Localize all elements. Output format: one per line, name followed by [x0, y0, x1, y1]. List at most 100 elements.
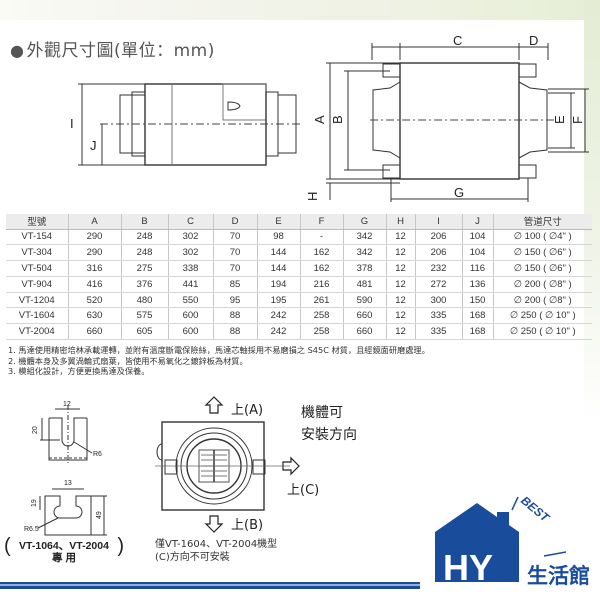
col-header: E	[257, 214, 301, 230]
table-cell: 290	[68, 244, 122, 262]
col-header: F	[300, 214, 344, 230]
table-cell: 242	[257, 307, 301, 325]
table-cell: 416	[68, 276, 122, 293]
table-cell: ∅ 250 ( ∅ 10" )	[493, 307, 592, 325]
table-cell: 136	[462, 276, 494, 293]
paren-close: )	[117, 535, 124, 557]
table-cell: 302	[168, 244, 214, 262]
title-text: 外觀尺寸圖(單位：mm)	[26, 41, 215, 61]
table-cell: 12	[386, 276, 416, 293]
slot-bottom-radius: R6.5	[24, 526, 39, 533]
table-cell: VT-1204	[6, 292, 69, 309]
table-cell: 605	[121, 323, 169, 341]
table-cell: 660	[343, 307, 387, 325]
table-cell: 162	[300, 260, 344, 277]
dim-label-g: G	[454, 185, 464, 200]
col-header: H	[386, 214, 416, 230]
table-cell: 520	[68, 292, 122, 309]
table-cell: 85	[213, 276, 258, 293]
table-cell: -	[300, 229, 344, 246]
table-cell: 441	[168, 276, 214, 293]
col-header: A	[68, 214, 122, 230]
table-cell: 275	[121, 260, 169, 277]
col-header: B	[121, 214, 169, 230]
table-cell: 630	[68, 307, 122, 325]
bullet-icon: ●	[10, 41, 25, 60]
table-cell: 70	[213, 260, 258, 277]
table-cell: 95	[213, 292, 258, 309]
table-cell: 168	[462, 323, 494, 341]
table-cell: 290	[68, 229, 122, 246]
table-cell: 338	[168, 260, 214, 277]
install-note: 僅VT-1604、VT-2004機型 (C)方向不可安裝	[155, 538, 277, 564]
install-heading: 機體可 安裝方向	[301, 402, 357, 446]
col-header: G	[343, 214, 387, 230]
brand-logo: HY BEST 生活館	[435, 493, 590, 588]
table-cell: 12	[386, 260, 416, 277]
col-header: J	[462, 214, 494, 230]
table-cell: 232	[415, 260, 463, 277]
table-cell: 195	[257, 292, 301, 309]
table-cell: 258	[300, 323, 344, 341]
table-cell: 272	[415, 276, 463, 293]
table-cell: 194	[257, 276, 301, 293]
table-cell: 248	[121, 244, 169, 262]
logo-badge: BEST	[518, 493, 553, 525]
dim-label-c: C	[453, 33, 462, 48]
table-cell: ∅ 200 ( ∅8" )	[493, 292, 592, 309]
table-cell: 216	[300, 276, 344, 293]
table-cell: 258	[300, 307, 344, 325]
dim-label-b: B	[330, 115, 345, 124]
table-cell: VT-904	[6, 276, 69, 293]
table-cell: ∅ 200 ( ∅8" )	[493, 276, 592, 293]
table-cell: 70	[213, 244, 258, 262]
col-header: D	[213, 214, 258, 230]
dim-label-e: E	[552, 115, 567, 124]
table-cell: 168	[462, 307, 494, 325]
slot-top-radius: R6	[93, 451, 102, 458]
table-cell: 70	[213, 229, 258, 246]
col-header: 管道尺寸	[493, 214, 592, 230]
table-cell: 575	[121, 307, 169, 325]
table-cell: ∅ 250 ( ∅ 10" )	[493, 323, 592, 341]
slot-bottom-depth: 19	[31, 499, 38, 507]
table-cell: 206	[415, 244, 463, 262]
header-banner	[0, 0, 600, 20]
dim-label-h: H	[305, 192, 320, 201]
page-title: ●外觀尺寸圖(單位：mm)	[10, 36, 215, 61]
table-cell: VT-304	[6, 244, 69, 262]
table-cell: 590	[343, 292, 387, 309]
table-cell: 302	[168, 229, 214, 246]
table-cell: 144	[257, 260, 301, 277]
col-header: C	[168, 214, 214, 230]
table-cell: 88	[213, 307, 258, 325]
table-cell: 376	[121, 276, 169, 293]
table-cell: 481	[343, 276, 387, 293]
table-cell: 335	[415, 323, 463, 341]
table-cell: 335	[415, 307, 463, 325]
slot-detail-drawing: 12 20 R6 13 19 49 R6.5	[24, 401, 107, 536]
col-header: I	[415, 214, 463, 230]
table-cell: 12	[386, 244, 416, 262]
table-cell: 206	[415, 229, 463, 246]
table-cell: VT-1604	[6, 307, 69, 325]
table-cell: 300	[415, 292, 463, 309]
table-cell: 12	[386, 229, 416, 246]
table-cell: 660	[343, 323, 387, 341]
table-cell: 12	[386, 323, 416, 341]
table-cell: VT-154	[6, 229, 69, 246]
install-note-line1: 僅VT-1604、VT-2004機型	[155, 539, 278, 550]
table-cell: 342	[343, 229, 387, 246]
dim-label-a: A	[312, 115, 327, 124]
slot-caption-models: VT-1064、VT-2004	[19, 540, 109, 552]
install-label-up-c: 上(C)	[287, 483, 320, 498]
slot-caption-exclusive: 專 用	[52, 552, 76, 564]
slot-caption: ( VT-1064、VT-2004 專 用 )	[4, 535, 124, 564]
